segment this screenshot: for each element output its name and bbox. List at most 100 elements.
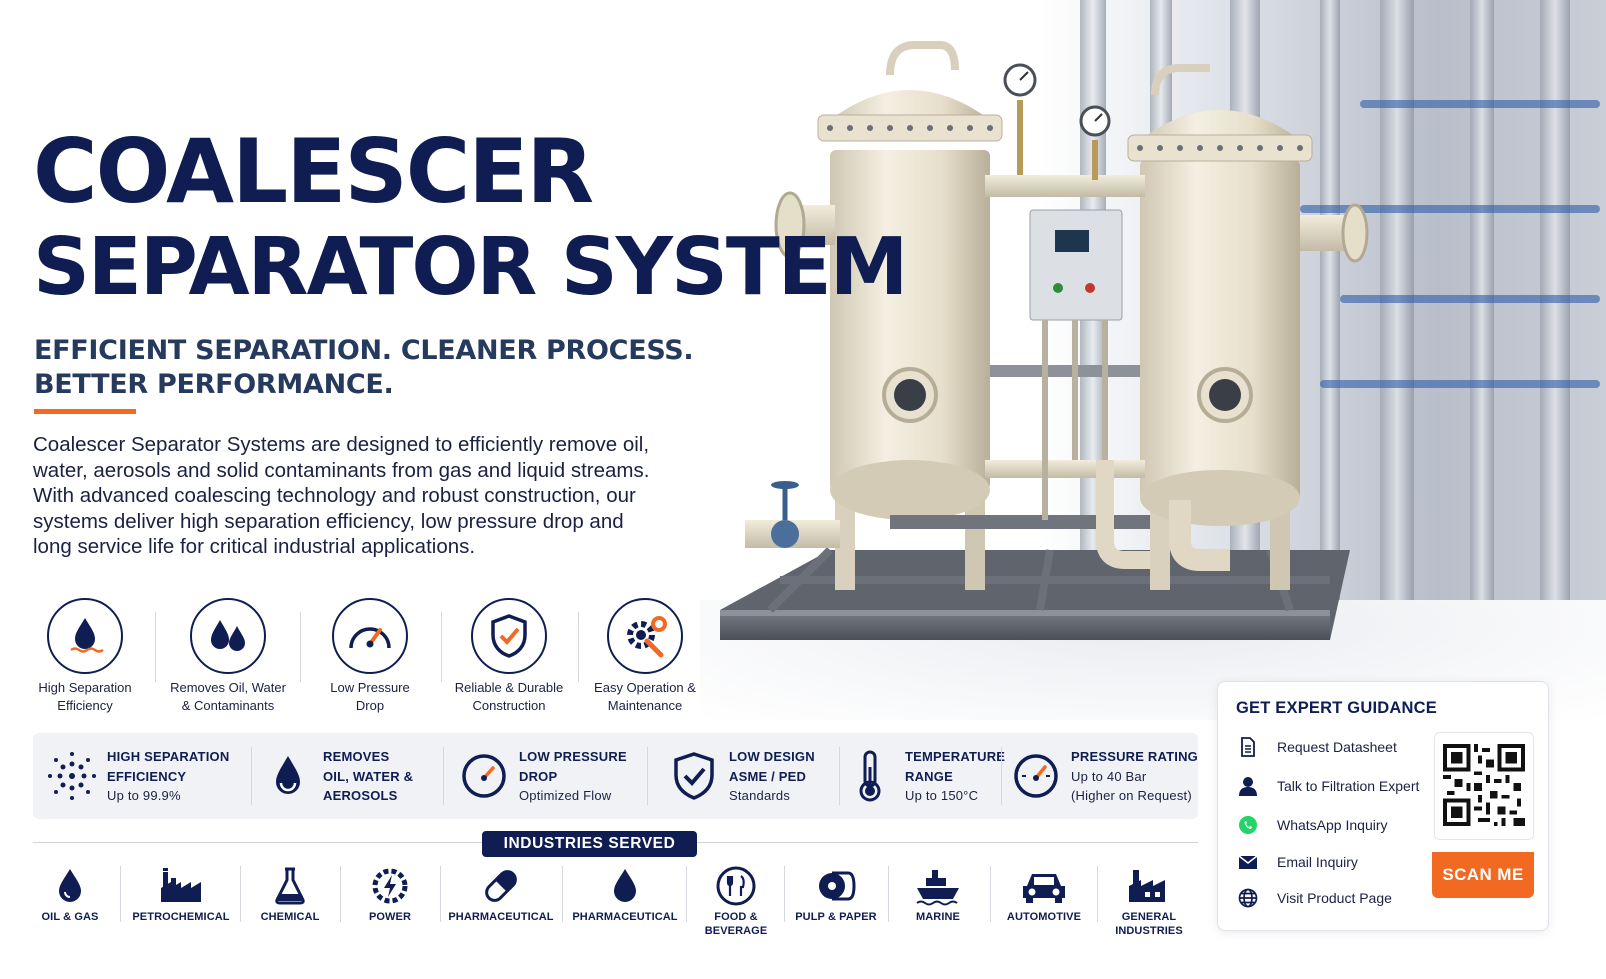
feature-label: Maintenance bbox=[607, 698, 683, 713]
link-label: Talk to Filtration Expert bbox=[1277, 778, 1420, 794]
divider bbox=[686, 866, 687, 922]
divider bbox=[443, 747, 444, 805]
spec-line: HIGH SEPARATION bbox=[107, 749, 230, 764]
pressure-gauge-icon bbox=[1011, 748, 1061, 804]
thermometer-icon bbox=[845, 748, 895, 804]
divider bbox=[839, 747, 840, 805]
spec-line: PRESSURE RATING bbox=[1071, 749, 1198, 764]
spec-line: REMOVES bbox=[323, 749, 390, 764]
shield-check-icon bbox=[669, 748, 719, 804]
visit-product-page-link[interactable]: Visit Product Page bbox=[1236, 887, 1392, 909]
spec-line: AEROSOLS bbox=[323, 788, 398, 803]
feature-label: & Contaminants bbox=[181, 698, 275, 713]
spec-value: Up to 40 Bar bbox=[1071, 768, 1147, 784]
spec-value: Up to 150°C bbox=[905, 788, 979, 803]
qr-code[interactable] bbox=[1434, 732, 1534, 840]
spec-removes-aerosols: REMOVES OIL, WATER & AEROSOLS bbox=[263, 747, 413, 806]
link-label: Email Inquiry bbox=[1277, 854, 1358, 870]
feature-label: Easy Operation & bbox=[594, 680, 696, 695]
industry-label: PHARMACEUTICAL bbox=[448, 911, 554, 923]
gauge-icon bbox=[332, 598, 408, 674]
coalescer-vessel-illustration bbox=[720, 41, 1369, 640]
whatsapp-icon bbox=[1236, 814, 1260, 836]
divider bbox=[340, 866, 341, 922]
link-label: Request Datasheet bbox=[1277, 739, 1397, 755]
spec-line: EFFICIENCY bbox=[107, 768, 187, 784]
divider bbox=[888, 866, 889, 922]
title-line-1: COALESCER bbox=[33, 120, 594, 223]
spec-line: DROP bbox=[519, 768, 558, 784]
spec-line: LOW PRESSURE bbox=[519, 749, 627, 764]
divider bbox=[990, 866, 991, 922]
link-label: Visit Product Page bbox=[1277, 890, 1392, 906]
double-droplet-icon bbox=[190, 598, 266, 674]
industry-label: GENERAL bbox=[1121, 911, 1177, 923]
page-title: COALESCER SEPARATOR SYSTEM bbox=[33, 120, 908, 307]
divider bbox=[562, 866, 563, 922]
industry-label: PULP & PAPER bbox=[795, 911, 877, 923]
industry-chemical: CHEMICAL bbox=[250, 862, 330, 924]
divider bbox=[251, 747, 252, 805]
industry-petrochemical: PETROCHEMICAL bbox=[126, 862, 236, 924]
spec-line: ASME / PED bbox=[729, 768, 807, 784]
industry-label: BEVERAGE bbox=[704, 925, 768, 937]
divider bbox=[578, 612, 579, 682]
power-bolt-icon bbox=[350, 862, 430, 910]
industry-pulp-paper: PULP & PAPER bbox=[790, 862, 882, 924]
tagline-line-1: EFFICIENT SEPARATION. CLEANER PROCESS. bbox=[34, 335, 694, 366]
email-inquiry-link[interactable]: Email Inquiry bbox=[1236, 851, 1358, 873]
whatsapp-inquiry-link[interactable]: WhatsApp Inquiry bbox=[1236, 814, 1388, 836]
spec-line: OIL, WATER & bbox=[323, 768, 414, 784]
feature-label: Removes Oil, Water bbox=[170, 680, 286, 695]
scan-me-button[interactable]: SCAN ME bbox=[1432, 852, 1534, 898]
feature-removes-oil-water: Removes Oil, Water & Contaminants bbox=[158, 598, 298, 715]
industry-automotive: AUTOMOTIVE bbox=[998, 862, 1090, 924]
industry-label: CHEMICAL bbox=[260, 911, 320, 923]
document-icon bbox=[1236, 736, 1260, 758]
gear-wrench-icon bbox=[607, 598, 683, 674]
tagline: EFFICIENT SEPARATION. CLEANER PROCESS. B… bbox=[34, 334, 694, 402]
shield-check-icon bbox=[471, 598, 547, 674]
droplet-icon bbox=[263, 748, 313, 804]
spec-value: Optimized Flow bbox=[519, 788, 612, 803]
spec-value: Up to 99.9% bbox=[107, 788, 181, 803]
spec-value: Standards bbox=[729, 788, 791, 803]
gauge-icon bbox=[459, 748, 509, 804]
industry-label: PHARMACEUTICAL bbox=[572, 911, 678, 923]
product-description: Coalescer Separator Systems are designed… bbox=[33, 433, 650, 559]
divider bbox=[1097, 866, 1098, 922]
divider bbox=[240, 866, 241, 922]
plate-cutlery-icon bbox=[696, 862, 776, 910]
divider bbox=[300, 612, 301, 682]
spec-low-pressure-drop: LOW PRESSURE DROP Optimized Flow bbox=[459, 747, 627, 806]
divider bbox=[1001, 747, 1002, 805]
divider bbox=[441, 612, 442, 682]
request-datasheet-link[interactable]: Request Datasheet bbox=[1236, 736, 1397, 758]
droplet-waves-icon bbox=[47, 598, 123, 674]
feature-label: Construction bbox=[472, 698, 546, 713]
factory-icon bbox=[126, 862, 236, 910]
paper-roll-icon bbox=[790, 862, 882, 910]
industry-label: AUTOMOTIVE bbox=[1006, 911, 1082, 923]
capsule-icon bbox=[446, 862, 556, 910]
industry-label: INDUSTRIES bbox=[1115, 925, 1183, 937]
industries-heading: INDUSTRIES SERVED bbox=[482, 831, 697, 857]
ship-icon bbox=[898, 862, 978, 910]
divider bbox=[120, 866, 121, 922]
spec-strip: HIGH SEPARATION EFFICIENCY Up to 99.9% REM… bbox=[33, 733, 1198, 819]
divider bbox=[784, 866, 785, 922]
expert-heading: GET EXPERT GUIDANCE bbox=[1236, 699, 1437, 717]
feature-label: Drop bbox=[355, 698, 385, 713]
industry-label: PETROCHEMICAL bbox=[132, 911, 230, 923]
tagline-line-2: BETTER PERFORMANCE. bbox=[34, 369, 394, 400]
qr-code-icon bbox=[1443, 744, 1525, 826]
link-label: WhatsApp Inquiry bbox=[1277, 817, 1388, 833]
industry-pharmaceutical-2: PHARMACEUTICAL bbox=[570, 862, 680, 924]
feature-easy-operation: Easy Operation & Maintenance bbox=[575, 598, 715, 715]
industry-power: POWER bbox=[350, 862, 430, 924]
talk-to-expert-link[interactable]: Talk to Filtration Expert bbox=[1236, 775, 1419, 797]
